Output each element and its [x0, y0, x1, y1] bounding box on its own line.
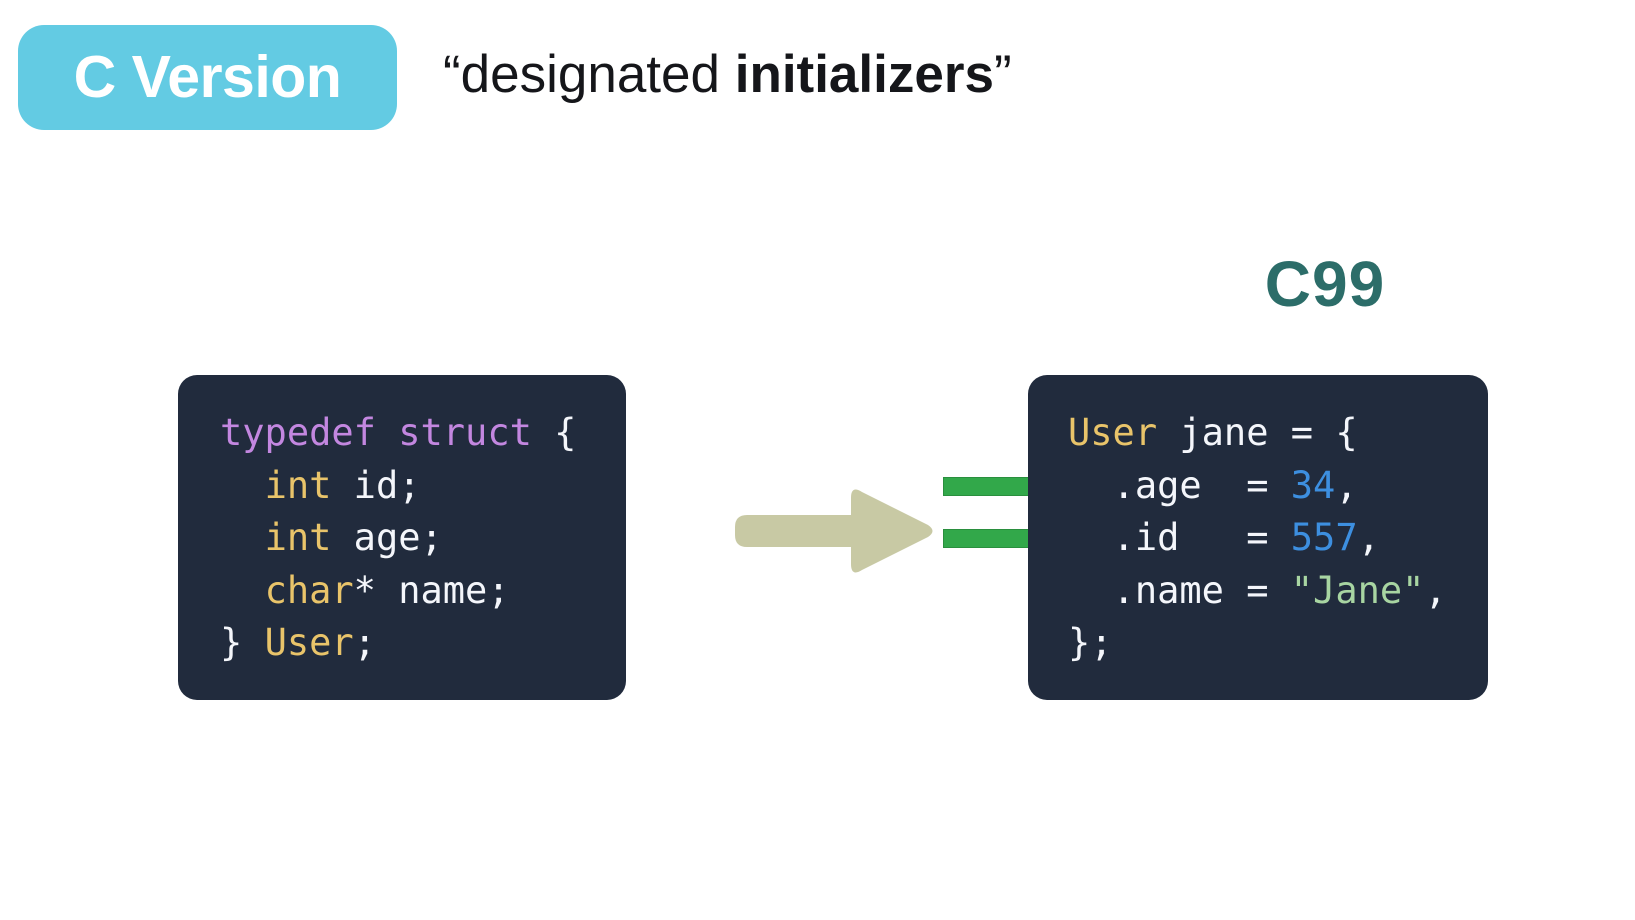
- code-token-id: .age =: [1112, 463, 1291, 507]
- quote-space: [720, 45, 735, 104]
- code-indent: [1068, 516, 1113, 559]
- code-indent: [220, 569, 265, 612]
- quote-title: “designated initializers”: [443, 45, 1012, 106]
- code-line: char* name;: [220, 565, 576, 618]
- code-token-pun: ,: [1357, 516, 1380, 559]
- code-token-type: User: [1068, 411, 1158, 454]
- code-line: typedef struct {: [220, 407, 576, 460]
- code-token-pun: ,: [1424, 568, 1447, 612]
- code-token-pun: }: [220, 621, 265, 664]
- quote-regular-word: designated: [460, 45, 720, 104]
- struct-definition-code: typedef struct { int id; int age; char* …: [220, 407, 576, 670]
- code-indent: [1068, 464, 1113, 507]
- code-token-id: id;: [331, 463, 421, 507]
- code-token-type: int: [264, 463, 332, 507]
- code-line: .age = 34,: [1068, 460, 1447, 513]
- right-arrow-icon: [735, 489, 933, 573]
- code-token-pun: ,: [1335, 463, 1358, 507]
- code-token-num: 557: [1290, 516, 1358, 559]
- code-token-id: .id =: [1112, 516, 1291, 559]
- code-line: int id;: [220, 460, 576, 513]
- code-token-id: jane: [1157, 411, 1291, 454]
- code-indent: [220, 464, 265, 507]
- c-version-badge-label: C Version: [73, 44, 342, 110]
- code-token-type: int: [264, 516, 332, 559]
- code-token-pun: };: [1068, 621, 1113, 664]
- code-line: } User;: [220, 617, 576, 670]
- c-version-badge: C Version: [18, 25, 397, 130]
- designated-initializer-code: User jane = { .age = 34, .id = 557, .nam…: [1068, 407, 1447, 670]
- code-token-kw: struct: [398, 411, 532, 454]
- code-token-pun: {: [531, 411, 577, 454]
- code-token-id: .name =: [1112, 568, 1291, 612]
- c-standard-label: C99: [1264, 248, 1386, 320]
- code-token-pun: [376, 411, 398, 454]
- code-line: .id = 557,: [1068, 512, 1447, 565]
- code-token-pun: ;: [353, 621, 376, 664]
- code-line: };: [1068, 617, 1447, 670]
- code-indent: [1068, 569, 1113, 612]
- code-token-type: User: [264, 621, 354, 664]
- code-token-num: 34: [1290, 463, 1336, 507]
- code-token-type: char: [264, 568, 354, 612]
- code-token-id: age;: [331, 516, 443, 559]
- struct-definition-card: typedef struct { int id; int age; char* …: [178, 375, 626, 700]
- designated-initializer-card: User jane = { .age = 34, .id = 557, .nam…: [1028, 375, 1488, 700]
- code-token-pun: = {: [1290, 411, 1358, 454]
- quote-close-mark: ”: [993, 45, 1012, 104]
- code-line: .name = "Jane",: [1068, 565, 1447, 618]
- code-line: int age;: [220, 512, 576, 565]
- code-token-kw: typedef: [220, 411, 376, 454]
- code-indent: [220, 516, 265, 559]
- code-token-id: * name;: [353, 568, 510, 612]
- quote-bold-word: initializers: [734, 45, 994, 104]
- quote-open-mark: “: [443, 45, 461, 104]
- code-token-str: "Jane": [1290, 568, 1425, 612]
- code-line: User jane = {: [1068, 407, 1447, 460]
